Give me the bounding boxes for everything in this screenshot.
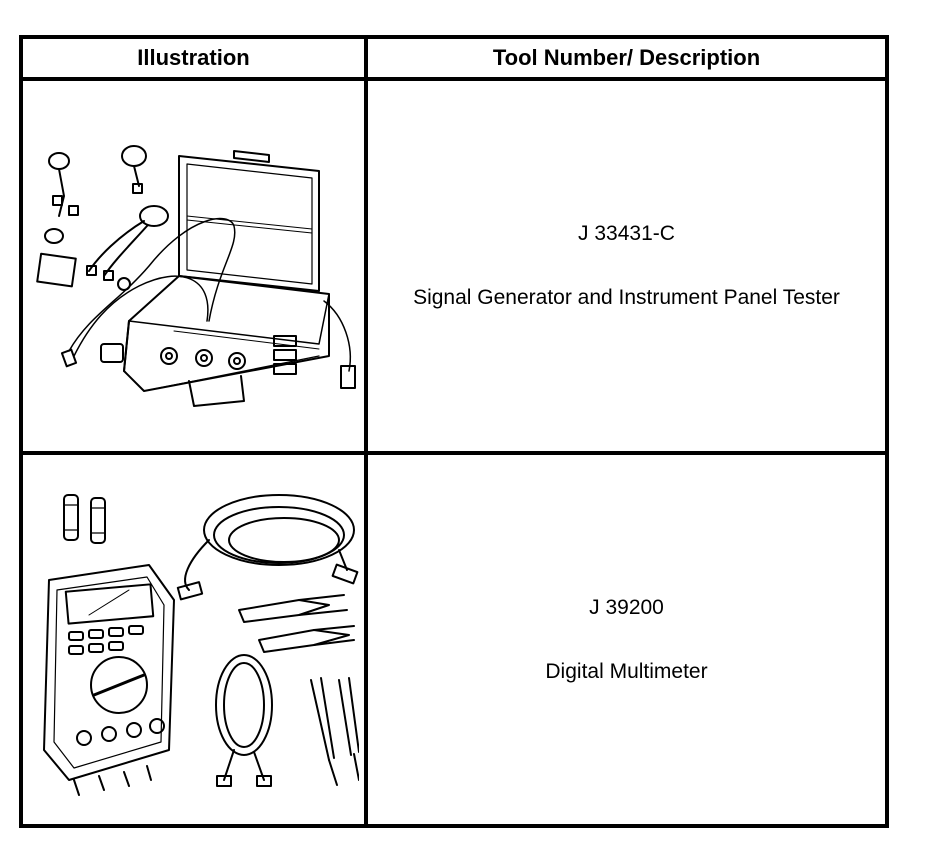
digital-multimeter-icon [42, 493, 359, 796]
tool-number: J 39200 [589, 595, 664, 619]
header-divider [23, 77, 885, 81]
row-1-description-cell: J 33431-C Signal Generator and Instrumen… [368, 81, 885, 451]
tool-description: Digital Multimeter [545, 659, 708, 683]
row-1-illustration-cell [23, 81, 364, 451]
header-illustration: Illustration [137, 45, 250, 70]
row-2-description-cell: J 39200 Digital Multimeter [368, 455, 885, 824]
tool-description: Signal Generator and Instrument Panel Te… [413, 286, 840, 309]
column-divider [364, 39, 368, 824]
header-description: Tool Number/ Description [492, 45, 761, 70]
tool-table: Illustration Tool Number/ Description [19, 35, 889, 828]
row-2-illustration-cell [23, 455, 364, 824]
signal-generator-case-icon [35, 145, 356, 407]
row-divider [23, 451, 885, 455]
tool-number: J 33431-C [578, 222, 675, 245]
